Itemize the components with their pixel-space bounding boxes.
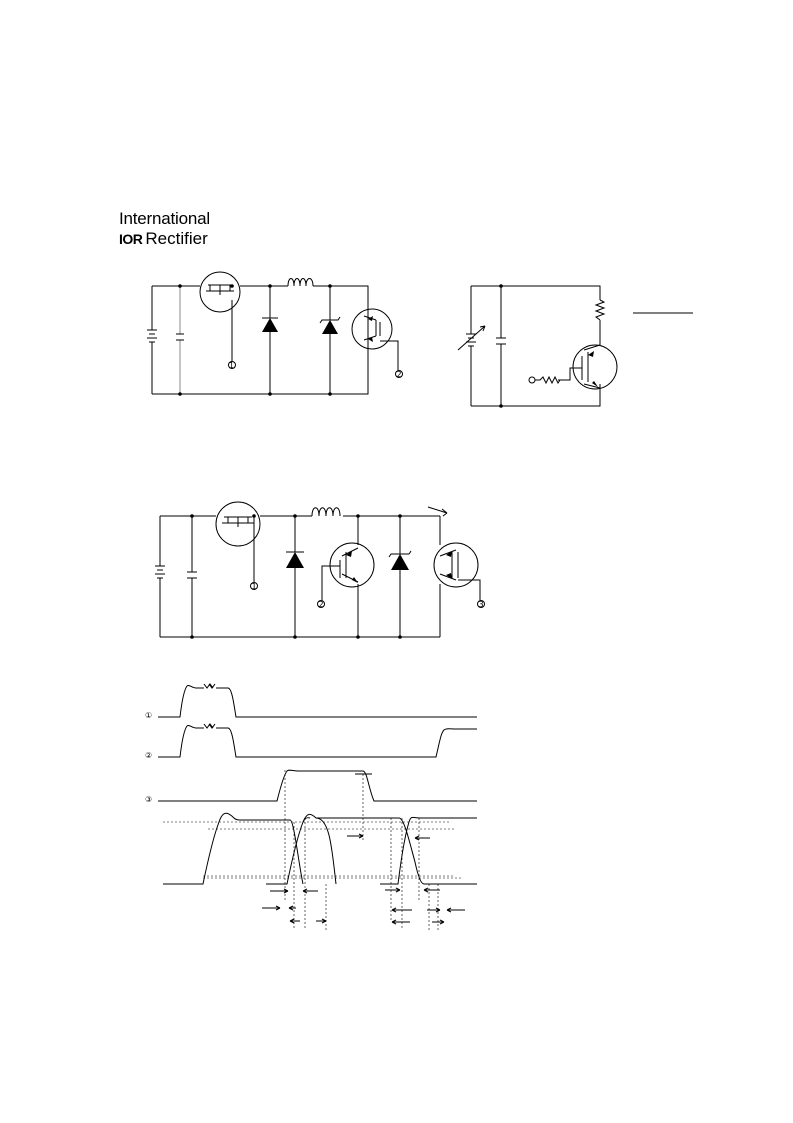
marker-1: ①	[145, 711, 152, 720]
svg-text:2: 2	[319, 600, 324, 609]
marker-2: ②	[145, 751, 152, 760]
mosfet-circle-2	[215, 501, 261, 547]
igbt-circle-3	[329, 542, 375, 588]
igbt-circle-1	[351, 308, 393, 350]
circuit-1: 1 2	[147, 271, 403, 396]
svg-text:1: 1	[252, 582, 257, 591]
mosfet-circle	[199, 271, 241, 313]
circuit-3: 1 2 3	[155, 501, 485, 639]
marker-3: ③	[145, 795, 152, 804]
circuit-2	[457, 284, 693, 408]
svg-text:2: 2	[397, 370, 402, 379]
igbt-circle-2	[572, 344, 618, 390]
svg-text:1: 1	[229, 361, 234, 370]
brand-name-line1: International	[119, 209, 210, 228]
igbt-circle-4	[433, 542, 479, 588]
ior-logo-mark: IOR	[119, 231, 143, 247]
brand-name-rectifier: Rectifier	[145, 229, 208, 248]
svg-text:3: 3	[479, 600, 484, 609]
timing-waveforms: ① ② ③	[145, 683, 477, 930]
